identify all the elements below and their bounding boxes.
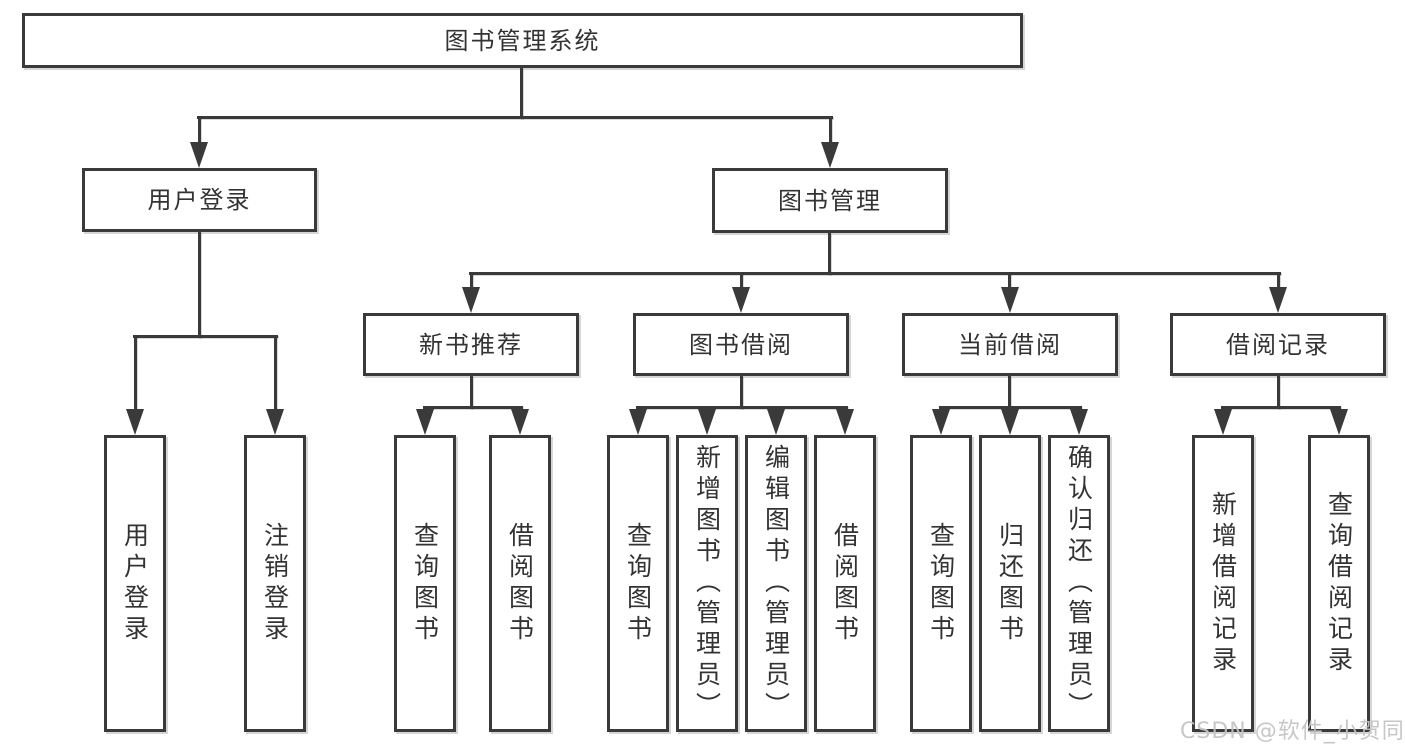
leaf-borrow-book: 借阅图书 [814, 435, 876, 732]
node-book-mgmt: 图书管理 [712, 168, 948, 233]
node-borrow-records: 借阅记录 [1170, 313, 1386, 376]
node-new-book-recommend: 新书推荐 [363, 313, 579, 376]
leaf-logout: 注销登录 [244, 435, 306, 732]
node-user-login-label: 用户登录 [147, 186, 252, 214]
arrowhead-add-book [698, 409, 716, 435]
node-book-borrow: 图书借阅 [633, 313, 849, 376]
arrowhead-leaf-logout [266, 409, 284, 435]
arrowhead-confirm-return [1070, 409, 1088, 435]
leaf-user-login-label: 用户登录 [120, 521, 150, 646]
arrowhead-query-record [1330, 409, 1348, 435]
node-user-login: 用户登录 [82, 168, 317, 232]
connector-drop-leaf-logout [274, 335, 277, 411]
leaf-add-borrow-record: 新增借阅记录 [1192, 435, 1254, 732]
leaf-recommend-query-book: 查询图书 [394, 435, 456, 732]
arrowhead-user-login [190, 142, 208, 168]
leaf-query-borrow-record-label: 查询借阅记录 [1324, 490, 1354, 677]
leaf-recommend-borrow-book: 借阅图书 [489, 435, 551, 732]
connector-recommend-rail [423, 406, 523, 409]
node-current-borrow: 当前借阅 [902, 313, 1118, 376]
node-new-book-recommend-label: 新书推荐 [419, 330, 523, 359]
leaf-recommend-query-book-label: 查询图书 [410, 521, 440, 646]
arrowhead-current-query [932, 409, 950, 435]
connector-records-rail [1221, 406, 1341, 409]
arrowhead-edit-book [767, 409, 785, 435]
connector-current-stem [1008, 376, 1011, 409]
leaf-logout-label: 注销登录 [260, 521, 290, 646]
leaf-user-login: 用户登录 [104, 435, 166, 732]
leaf-edit-book-admin-label: 编辑图书（管理员） [761, 444, 791, 723]
leaf-recommend-borrow-book-label: 借阅图书 [505, 521, 535, 646]
leaf-query-borrow-record: 查询借阅记录 [1308, 435, 1370, 732]
arrowhead-new-book-recommend [462, 287, 480, 313]
leaf-confirm-return-admin: 确认归还（管理员） [1048, 435, 1110, 732]
connector-records-stem [1277, 376, 1280, 409]
leaf-add-borrow-record-label: 新增借阅记录 [1208, 490, 1238, 677]
arrowhead-recommend-borrow [511, 409, 529, 435]
node-book-mgmt-label: 图书管理 [778, 186, 882, 215]
connector-root-stem [520, 68, 523, 119]
connector-user-login-stem [198, 232, 201, 338]
csdn-watermark: CSDN @软件_小贺同学 [1180, 719, 1405, 744]
node-borrow-records-label: 借阅记录 [1226, 330, 1330, 359]
connector-drop-leaf-user-login [134, 335, 137, 411]
arrowhead-add-record [1214, 409, 1232, 435]
leaf-add-book-admin-label: 新增图书（管理员） [692, 444, 722, 723]
leaf-edit-book-admin: 编辑图书（管理员） [745, 435, 807, 732]
node-root-label: 图书管理系统 [444, 26, 601, 55]
arrowhead-book-borrow [732, 287, 750, 313]
connector-borrow-stem [740, 376, 743, 409]
leaf-return-book-label: 归还图书 [995, 521, 1025, 646]
connector-book-mgmt-stem [828, 233, 831, 275]
connector-drop-book-borrow [740, 272, 743, 290]
arrowhead-book-mgmt [821, 142, 839, 168]
connector-drop-user-login [198, 116, 201, 144]
leaf-borrow-query-book: 查询图书 [607, 435, 669, 732]
arrowhead-return-book [1001, 409, 1019, 435]
connector-drop-current-borrow [1008, 272, 1011, 290]
arrowhead-borrow-records [1269, 287, 1287, 313]
node-book-borrow-label: 图书借阅 [689, 330, 793, 359]
leaf-borrow-query-book-label: 查询图书 [623, 521, 653, 646]
connector-user-login-rail [133, 335, 278, 338]
arrowhead-recommend-query [416, 409, 434, 435]
connector-level2-rail [197, 116, 833, 119]
arrowhead-borrow-book [836, 409, 854, 435]
connector-borrow-rail [636, 406, 848, 409]
arrowhead-current-borrow [1001, 287, 1019, 313]
leaf-confirm-return-admin-label: 确认归还（管理员） [1064, 444, 1094, 723]
connector-drop-borrow-records [1277, 272, 1280, 290]
leaf-borrow-book-label: 借阅图书 [830, 521, 860, 646]
node-root: 图书管理系统 [22, 13, 1023, 68]
connector-drop-book-mgmt [829, 116, 832, 144]
leaf-current-query-book: 查询图书 [910, 435, 972, 732]
connector-drop-new-book [470, 272, 473, 290]
connector-recommend-stem [470, 376, 473, 409]
leaf-current-query-book-label: 查询图书 [926, 521, 956, 646]
leaf-return-book: 归还图书 [979, 435, 1041, 732]
connector-current-rail [939, 406, 1082, 409]
leaf-add-book-admin: 新增图书（管理员） [676, 435, 738, 732]
arrowhead-leaf-user-login [126, 409, 144, 435]
node-current-borrow-label: 当前借阅 [958, 330, 1062, 359]
connector-level3-rail [469, 272, 1281, 275]
arrowhead-borrow-query [629, 409, 647, 435]
